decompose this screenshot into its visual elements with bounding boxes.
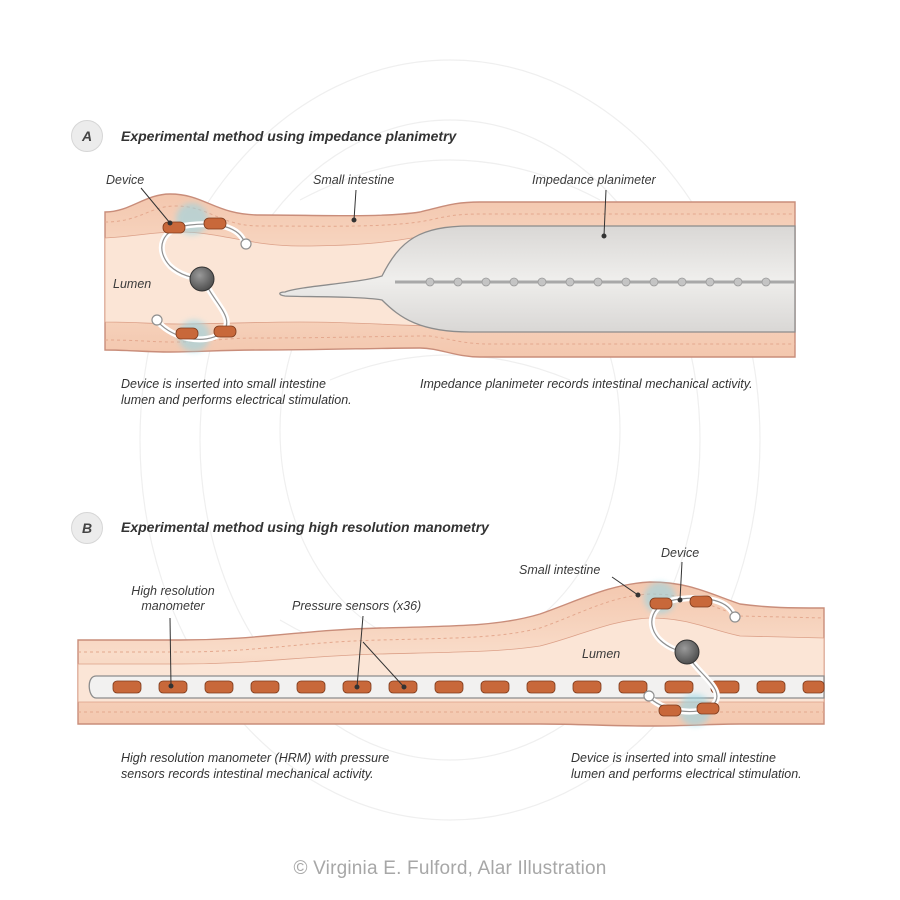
panel-a-label-lumen: Lumen xyxy=(113,277,152,291)
leader-lines-a xyxy=(140,187,607,239)
panel-b-label-device: Device xyxy=(661,546,700,560)
panel-a-title: Experimental method using impedance plan… xyxy=(121,128,457,144)
pressure-sensor-row xyxy=(112,680,825,694)
panel-a-caption-left: Device is inserted into small intestine … xyxy=(121,377,352,407)
panel-b-label-hrm: High resolution manometer xyxy=(131,584,215,613)
copyright-credit: © Virginia E. Fulford, Alar Illustration xyxy=(293,858,607,879)
panel-b-caption-left: High resolution manometer (HRM) with pre… xyxy=(121,751,390,781)
stimulation-device-b xyxy=(643,582,741,726)
panel-b-caption-right: Device is inserted into small intestine … xyxy=(571,751,802,781)
panel-a-label-impedance-planimeter: Impedance planimeter xyxy=(532,173,656,187)
panel-a-label-device: Device xyxy=(106,173,145,187)
panel-a-label-small-intestine: Small intestine xyxy=(313,173,395,187)
panel-a-illustration xyxy=(104,187,796,358)
panel-b-letter: B xyxy=(81,520,93,536)
panel-a-letter: A xyxy=(81,128,93,144)
leader-lines-b xyxy=(168,561,683,690)
panel-b-label-pressure-sensors: Pressure sensors (x36) xyxy=(292,599,422,613)
panel-b-label-lumen: Lumen xyxy=(582,647,621,661)
panel-b-letter-badge: B xyxy=(71,512,103,544)
panel-b-title: Experimental method using high resolutio… xyxy=(121,519,489,535)
impedance-planimeter-probe xyxy=(279,225,796,333)
high-resolution-manometer xyxy=(88,675,825,699)
stimulation-device-a xyxy=(151,203,252,352)
panel-a-letter-badge: A xyxy=(71,120,103,152)
panel-a-caption-right: Impedance planimeter records intestinal … xyxy=(420,377,753,391)
panel-b-illustration xyxy=(77,561,825,727)
panel-b-label-small-intestine: Small intestine xyxy=(519,563,601,577)
